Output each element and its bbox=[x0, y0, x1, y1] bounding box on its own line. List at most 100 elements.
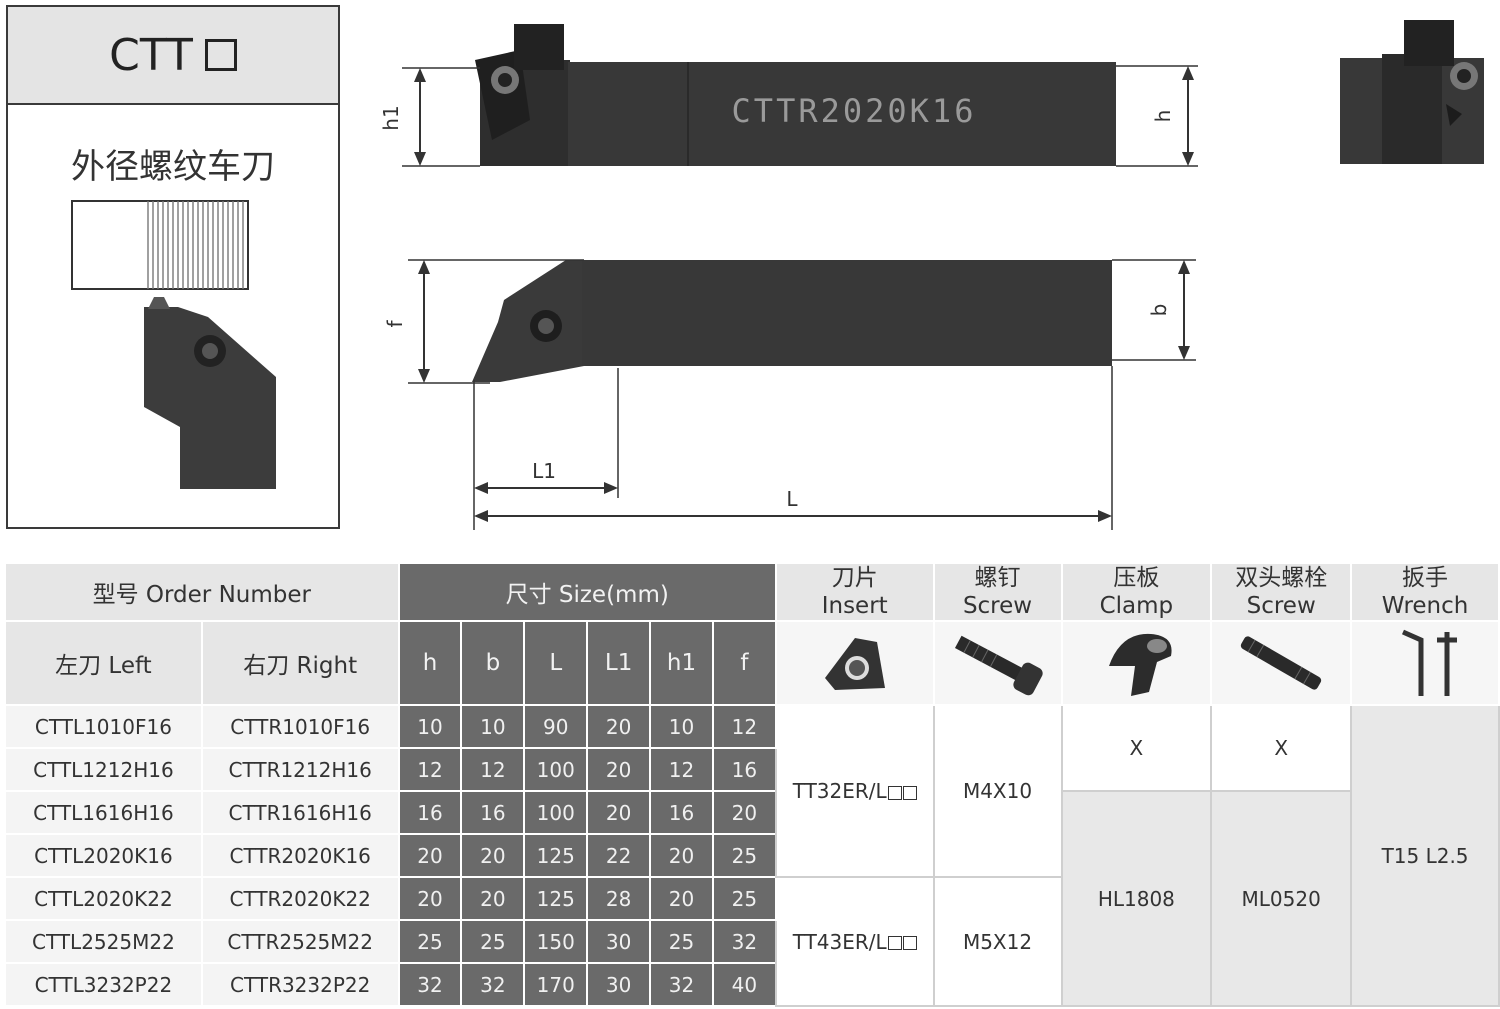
cell-f: 40 bbox=[711, 962, 777, 1007]
cell-h: 20 bbox=[397, 876, 463, 921]
cell-h: 10 bbox=[397, 704, 463, 749]
cell-L1: 20 bbox=[586, 704, 652, 749]
cell-L1: 28 bbox=[586, 876, 652, 921]
cell-h1: 20 bbox=[649, 833, 714, 878]
wrench-icon bbox=[1350, 620, 1500, 706]
cell-h1: 32 bbox=[649, 962, 714, 1007]
cell-L: 100 bbox=[523, 747, 589, 792]
clamp-icon bbox=[1060, 620, 1213, 706]
cell-b: 20 bbox=[460, 876, 526, 921]
cell-h: 16 bbox=[397, 790, 463, 835]
table-row: CTTL2020K16 CTTR2020K16 20 20 125 22 20 … bbox=[4, 833, 1499, 878]
cell-L1: 20 bbox=[586, 747, 652, 792]
cell-h: 12 bbox=[397, 747, 463, 792]
insert-spec-a: TT32ER/L bbox=[774, 704, 935, 878]
dim-L-label: L bbox=[786, 487, 798, 511]
header-order-number: 型号 Order Number bbox=[4, 562, 400, 622]
cell-h1: 20 bbox=[649, 876, 714, 921]
table-row: CTTL1212H16 CTTR1212H16 12 12 100 20 12 … bbox=[4, 747, 1499, 792]
header-col-L1: L1 bbox=[586, 620, 652, 706]
cell-f: 25 bbox=[711, 833, 777, 878]
header-left: 左刀 Left bbox=[4, 620, 203, 706]
header-col-h1: h1 bbox=[649, 620, 714, 706]
right-model: CTTR2020K22 bbox=[200, 876, 400, 921]
panel-subtitle: 外径螺纹车刀 bbox=[71, 147, 275, 187]
cell-h1: 10 bbox=[649, 704, 714, 749]
placeholder-square-icon bbox=[204, 39, 237, 71]
right-model: CTTR1616H16 bbox=[200, 790, 400, 835]
left-model: CTTL2020K22 bbox=[4, 876, 203, 921]
dim-h-label: h bbox=[1151, 110, 1175, 123]
cell-b: 25 bbox=[460, 919, 526, 964]
cell-L1: 22 bbox=[586, 833, 652, 878]
cell-L1: 20 bbox=[586, 790, 652, 835]
stud-screw-icon bbox=[1210, 620, 1353, 706]
screw-spec-a: M4X10 bbox=[932, 704, 1063, 878]
header-size: 尺寸 Size(mm) bbox=[397, 562, 777, 622]
right-model: CTTR3232P22 bbox=[200, 962, 400, 1007]
cell-f: 20 bbox=[711, 790, 777, 835]
table-row: CTTL2020K22 CTTR2020K22 20 20 125 28 20 … bbox=[4, 876, 1499, 1007]
cell-h: 25 bbox=[397, 919, 463, 964]
header-col-L: L bbox=[523, 620, 589, 706]
cell-b: 10 bbox=[460, 704, 526, 749]
table-row: CTTL3232P22 CTTR3232P22 32 32 170 30 32 … bbox=[4, 962, 1499, 1007]
cell-L: 150 bbox=[523, 919, 589, 964]
cell-f: 25 bbox=[711, 876, 777, 921]
cell-f: 32 bbox=[711, 919, 777, 964]
left-model: CTTL3232P22 bbox=[4, 962, 203, 1007]
table-row: CTTL2525M22 CTTR2525M22 25 25 150 30 25 … bbox=[4, 919, 1499, 964]
tool-holder-drawing: CTTR2020K16 h1 h f b L1 L bbox=[380, 24, 1198, 530]
cell-h1: 12 bbox=[649, 747, 714, 792]
cell-f: 16 bbox=[711, 747, 777, 792]
cell-L1: 30 bbox=[586, 962, 652, 1007]
left-model: CTTL2525M22 bbox=[4, 919, 203, 964]
left-model: CTTL1212H16 bbox=[4, 747, 203, 792]
wrench-spec: T15 L2.5 bbox=[1350, 704, 1500, 1007]
cell-b: 20 bbox=[460, 833, 526, 878]
cell-b: 32 bbox=[460, 962, 526, 1007]
cell-h1: 16 bbox=[649, 790, 714, 835]
right-model: CTTR1212H16 bbox=[200, 747, 400, 792]
left-model: CTTL2020K16 bbox=[4, 833, 203, 878]
header-col-b: b bbox=[460, 620, 526, 706]
cell-L: 100 bbox=[523, 790, 589, 835]
left-model: CTTL1010F16 bbox=[4, 704, 203, 749]
cell-f: 12 bbox=[711, 704, 777, 749]
right-model: CTTR2525M22 bbox=[200, 919, 400, 964]
screw-spec-b: M5X12 bbox=[932, 876, 1063, 1007]
tool-holder-end-view bbox=[1340, 20, 1484, 164]
cell-b: 16 bbox=[460, 790, 526, 835]
right-model: CTTR2020K16 bbox=[200, 833, 400, 878]
cell-h: 20 bbox=[397, 833, 463, 878]
header-col-f: f bbox=[711, 620, 777, 706]
clamp-spec: HL1808 bbox=[1060, 790, 1213, 1007]
dim-f-label: f bbox=[383, 320, 407, 328]
dim-h1-label: h1 bbox=[380, 105, 403, 130]
header-col-h: h bbox=[397, 620, 463, 706]
cell-h: 32 bbox=[397, 962, 463, 1007]
cell-h1: 25 bbox=[649, 919, 714, 964]
stud-not-applicable: X bbox=[1210, 704, 1353, 792]
stud-spec: ML0520 bbox=[1210, 790, 1353, 1007]
right-model: CTTR1010F16 bbox=[200, 704, 400, 749]
tool-type-panel: CTT 外径螺纹车刀 bbox=[6, 5, 340, 529]
cell-b: 12 bbox=[460, 747, 526, 792]
left-model: CTTL1616H16 bbox=[4, 790, 203, 835]
clamp-not-applicable: X bbox=[1060, 704, 1213, 792]
insert-spec-b: TT43ER/L bbox=[774, 876, 935, 1007]
cell-L: 170 bbox=[523, 962, 589, 1007]
header-right: 右刀 Right bbox=[200, 620, 400, 706]
cell-L: 125 bbox=[523, 876, 589, 921]
cell-L: 125 bbox=[523, 833, 589, 878]
panel-title: CTT bbox=[8, 7, 338, 105]
table-row: CTTL1010F16 CTTR1010F16 10 10 90 20 10 1… bbox=[4, 704, 1500, 1007]
cell-L: 90 bbox=[523, 704, 589, 749]
threading-illustration bbox=[71, 200, 276, 489]
insert-icon bbox=[774, 620, 935, 706]
cell-L1: 30 bbox=[586, 919, 652, 964]
